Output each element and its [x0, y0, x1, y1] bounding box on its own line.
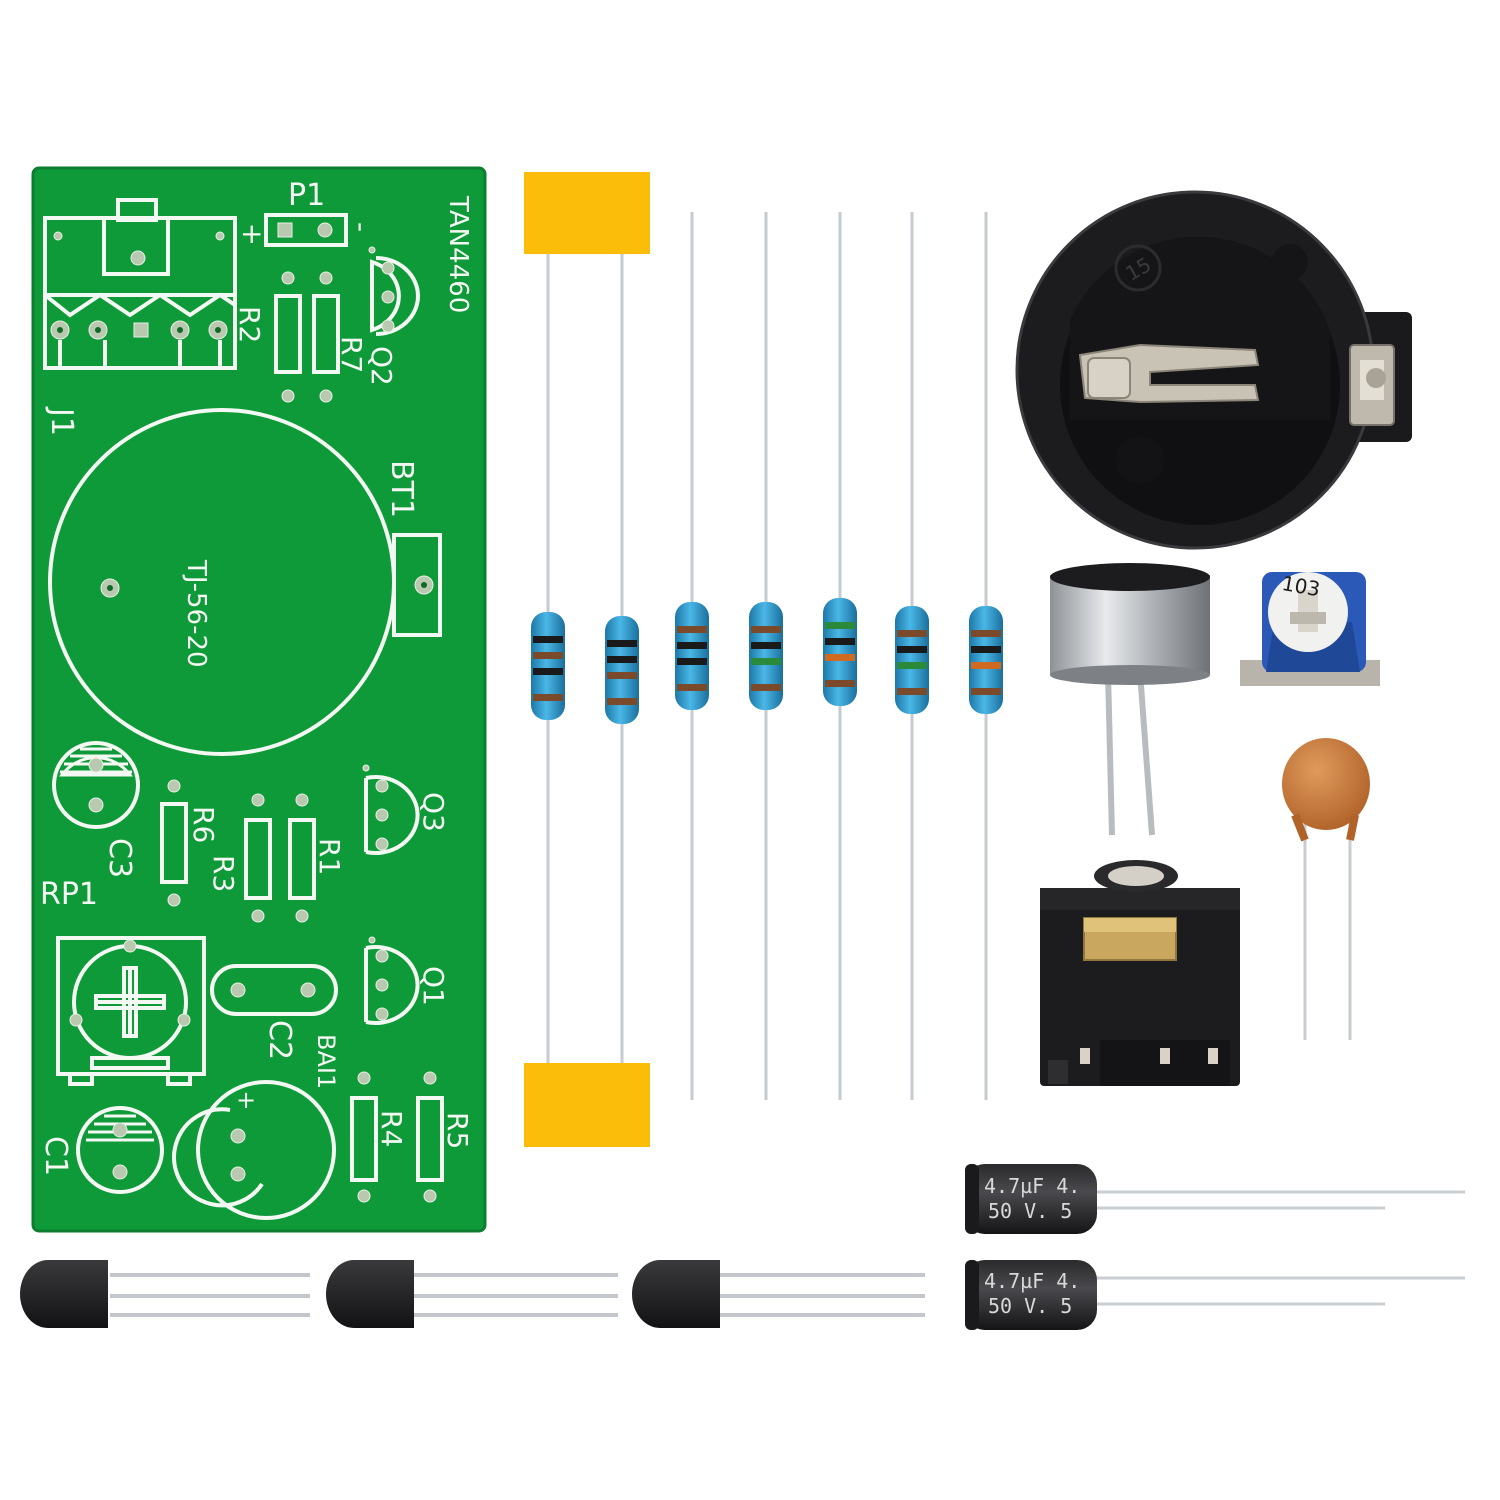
label-r1: R1 — [313, 838, 346, 875]
resistor-body — [969, 606, 1003, 714]
c2-footprint — [210, 964, 338, 1016]
label-c2: C2 — [262, 1020, 297, 1060]
pcb-board: J1 P1 + - TAN4460 R2 R7 Q2 — [31, 166, 487, 1233]
label-j1: J1 — [44, 406, 79, 436]
ceramic-capacitor — [1282, 738, 1370, 1040]
bai1-footprint: + — [172, 1080, 336, 1220]
c3-footprint — [52, 741, 140, 829]
label-q2: Q2 — [365, 346, 398, 386]
cap-1-rating: 4.7µF 4. — [984, 1174, 1080, 1198]
label-c1: C1 — [38, 1136, 73, 1176]
r4-r5-footprints — [350, 1071, 444, 1203]
coin-cell-holder: 15 — [1015, 190, 1412, 550]
label-rp1: RP1 — [40, 877, 98, 912]
label-c3: C3 — [102, 838, 137, 878]
label-p1-plus: + — [240, 217, 263, 250]
rp1-footprint — [56, 936, 206, 1086]
label-r3: R3 — [207, 855, 240, 892]
label-q3: Q3 — [417, 792, 450, 832]
resistor-bodies — [531, 598, 1003, 724]
trimmer-potentiometer: 103 — [1240, 571, 1380, 686]
label-r4: R4 — [375, 1110, 408, 1147]
electrolytic-capacitor-1: 4.7µF 4. 50 V. 5 — [965, 1164, 1465, 1234]
bt1-footprint — [392, 533, 442, 637]
resistor-body — [749, 602, 783, 710]
transistor-3 — [632, 1260, 925, 1328]
q1-footprint — [364, 936, 420, 1025]
label-bt1: BT1 — [384, 460, 419, 518]
r2-r7-footprints — [274, 271, 340, 403]
audio-jack — [1040, 860, 1240, 1086]
label-bai1: BAI1 — [312, 1034, 340, 1089]
transistor-2 — [326, 1260, 618, 1328]
label-q1: Q1 — [417, 966, 450, 1006]
q2-footprint — [368, 246, 420, 336]
cap-1-voltage: 50 V. 5 — [988, 1199, 1072, 1223]
label-p1-minus: - — [345, 222, 378, 232]
label-r2: R2 — [233, 306, 266, 343]
cap-2-rating: 4.7µF 4. — [984, 1269, 1080, 1293]
mic-footprint-label: TJ-56-20 — [181, 559, 211, 668]
resistor-body — [823, 598, 857, 706]
electrolytic-capacitor-2: 4.7µF 4. 50 V. 5 — [965, 1260, 1465, 1330]
tape-top — [524, 172, 650, 254]
resistor-body — [895, 606, 929, 714]
label-p1: P1 — [288, 178, 325, 213]
label-r7: R7 — [335, 336, 368, 373]
tape-bottom — [524, 1063, 650, 1147]
label-r6: R6 — [187, 806, 220, 843]
resistor-body — [531, 612, 565, 720]
r6-r3-r1-footprints — [160, 779, 316, 923]
p1-footprint — [264, 213, 348, 247]
transistor-1 — [20, 1260, 310, 1328]
board-id-label: TAN4460 — [443, 195, 473, 313]
svg-text:+: + — [236, 1086, 256, 1114]
resistor-body — [675, 602, 709, 710]
j1-footprint — [43, 198, 237, 370]
electret-microphone — [1050, 563, 1210, 836]
resistor-body — [605, 616, 639, 724]
c1-footprint — [76, 1106, 164, 1194]
cap-2-voltage: 50 V. 5 — [988, 1294, 1072, 1318]
q3-footprint — [362, 764, 420, 855]
label-r5: R5 — [441, 1112, 474, 1149]
